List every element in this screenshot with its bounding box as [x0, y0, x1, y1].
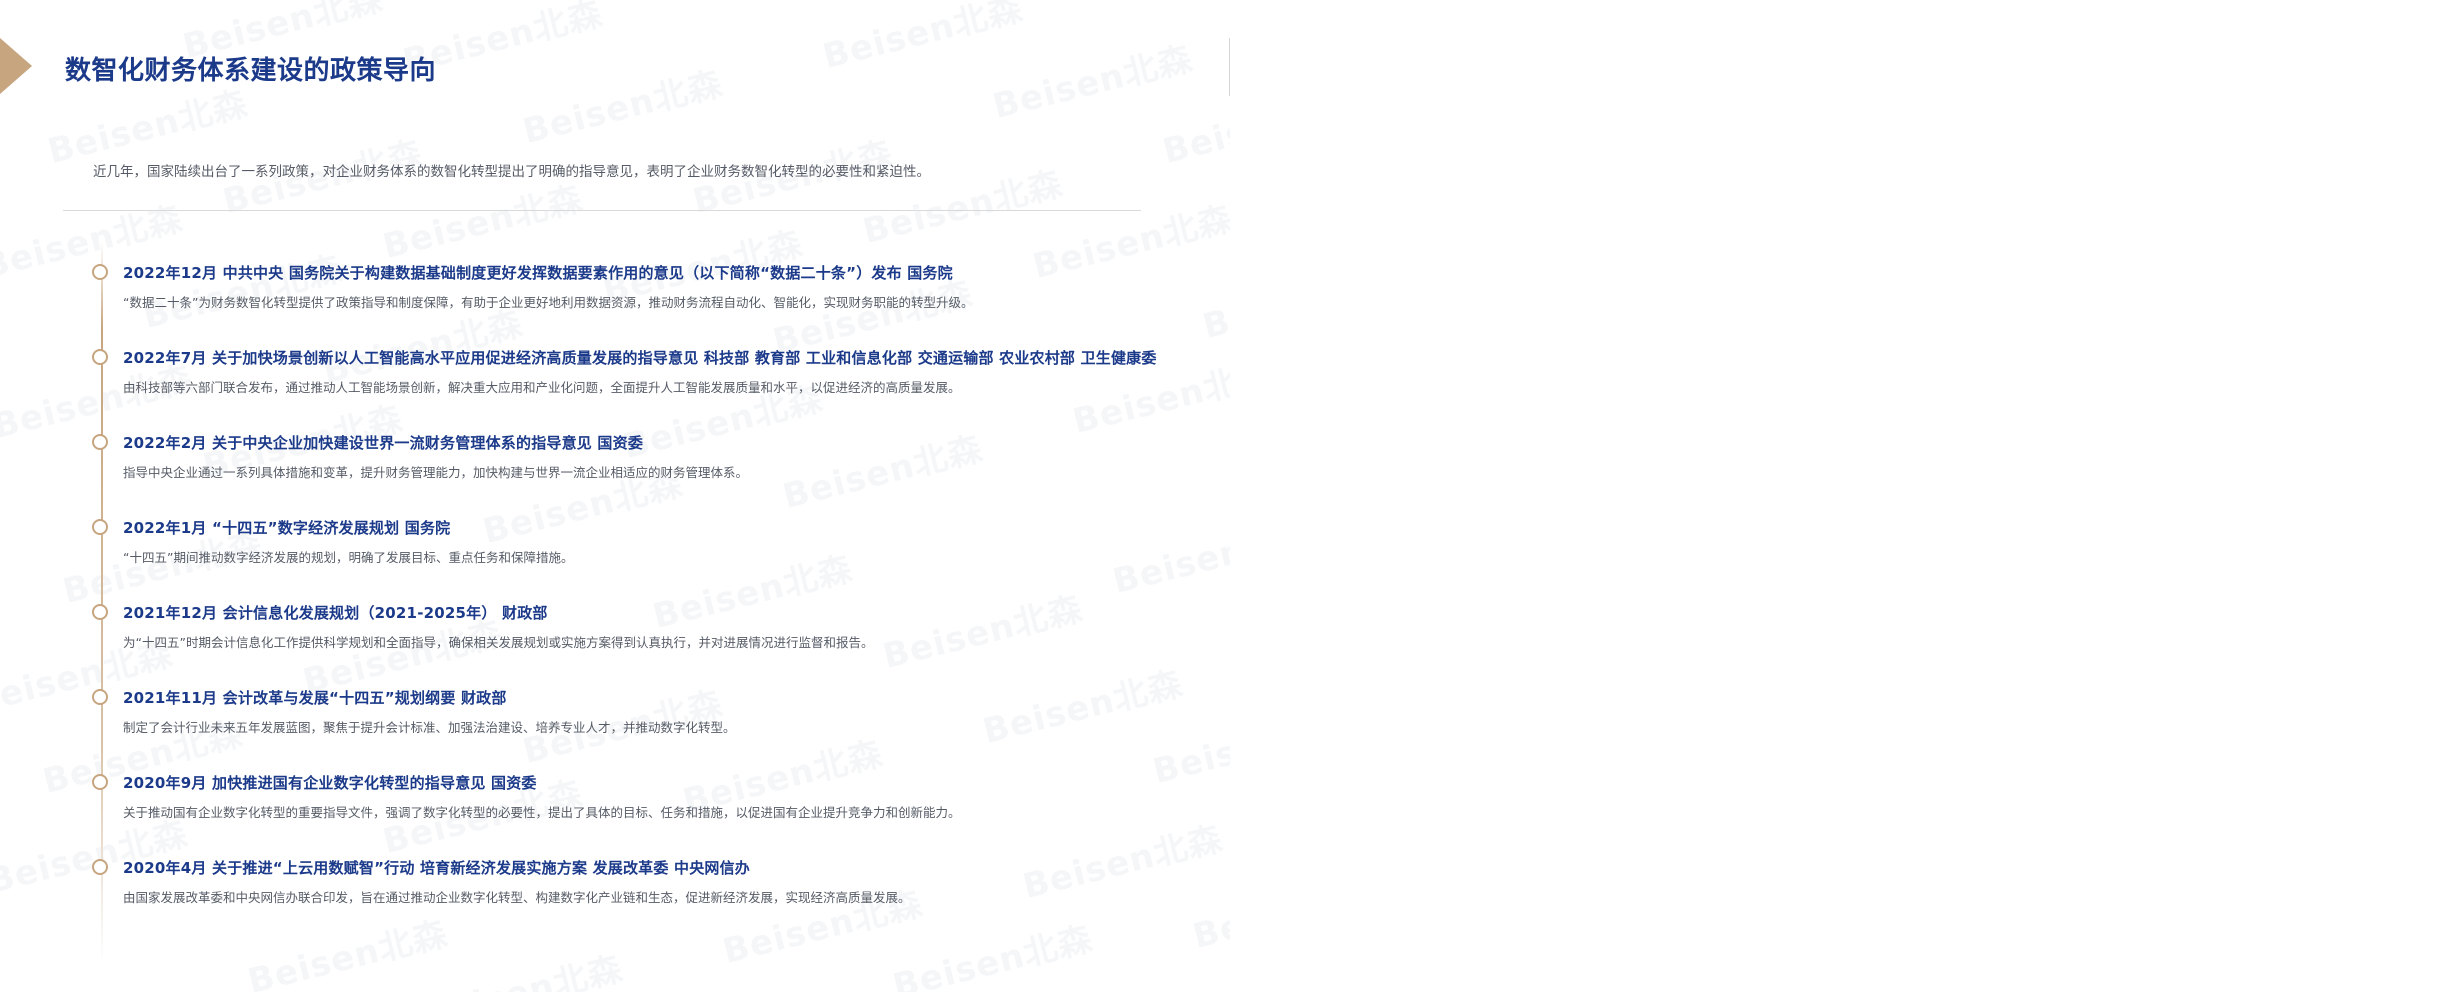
timeline-dot [92, 434, 108, 450]
watermark: Beisen北森 [519, 63, 727, 152]
watermark: Beisen北森 [1019, 818, 1227, 907]
timeline-heading: 2020年4月 关于推进“上云用数赋智”行动 培育新经济发展实施方案 发展改革委… [123, 859, 750, 877]
timeline-dot [92, 689, 108, 705]
timeline-heading: 2022年7月 关于加快场景创新以人工智能高水平应用促进经济高质量发展的指导意见… [123, 349, 1157, 367]
watermark: Beisen北森 [44, 83, 252, 172]
header-divider [1229, 38, 1230, 96]
watermark: Beisen北森 [889, 918, 1097, 992]
watermark-layer: Beisen北森 Beisen北森 Beisen北森 Beisen北森 Beis… [0, 0, 1230, 992]
watermark: Beisen北森 [1159, 83, 1230, 172]
watermark: Beisen北森 [417, 941, 627, 992]
page-title: 数智化财务体系建设的政策导向 [65, 56, 437, 86]
watermark: Beisen北森 [379, 178, 587, 267]
timeline-description: “数据二十条”为财务数智化转型提供了政策指导和制度保障，有助于企业更好地利用数据… [123, 295, 974, 310]
timeline-dot [92, 604, 108, 620]
timeline-description: 由科技部等六部门联合发布，通过推动人工智能场景创新，解决重大应用和产业化问题，全… [123, 380, 961, 395]
timeline-heading: 2020年9月 加快推进国有企业数字化转型的指导意见 国资委 [123, 774, 537, 792]
timeline-dot [92, 264, 108, 280]
timeline-dot [92, 859, 108, 875]
timeline-heading: 2021年11月 会计改革与发展“十四五”规划纲要 财政部 [123, 689, 507, 707]
timeline-heading: 2022年12月 中共中央 国务院关于构建数据基础制度更好发挥数据要素作用的意见… [123, 264, 953, 282]
intro-text: 近几年，国家陆续出台了一系列政策，对企业财务体系的数智化转型提出了明确的指导意见… [93, 164, 930, 180]
timeline-description: “十四五”期间推动数字经济发展的规划，明确了发展目标、重点任务和保障措施。 [123, 550, 574, 565]
timeline-description: 关于推动国有企业数字化转型的重要指导文件，强调了数字化转型的必要性，提出了具体的… [123, 805, 961, 820]
corner-accent-triangle [0, 38, 32, 94]
watermark: Beisen北森 [1149, 703, 1230, 792]
timeline-heading: 2022年1月 “十四五”数字经济发展规划 国务院 [123, 519, 451, 537]
timeline-dot [92, 774, 108, 790]
timeline-description: 由国家发展改革委和中央网信办联合印发，旨在通过推动企业数字化转型、构建数字化产业… [123, 890, 911, 905]
watermark: Beisen北森 [244, 913, 452, 992]
timeline-axis [101, 242, 103, 964]
timeline-dot [92, 349, 108, 365]
timeline-description: 指导中央企业通过一系列具体措施和变革，提升财务管理能力，加快构建与世界一流企业相… [123, 465, 749, 480]
watermark: Beisen北森 [879, 588, 1087, 677]
timeline-heading: 2021年12月 会计信息化发展规划（2021-2025年） 财政部 [123, 604, 548, 622]
watermark: Beisen北森 [649, 548, 857, 637]
timeline-heading: 2022年2月 关于中央企业加快建设世界一流财务管理体系的指导意见 国资委 [123, 434, 644, 452]
watermark: Beisen北森 [819, 0, 1027, 77]
section-divider [63, 210, 1141, 211]
watermark: Beisen北森 [1189, 868, 1230, 957]
watermark: Beisen北森 [1029, 198, 1230, 287]
timeline-description: 制定了会计行业未来五年发展蓝图，聚焦于提升会计标准、加强法治建设、培养专业人才，… [123, 720, 736, 735]
watermark: Beisen北森 [989, 38, 1197, 127]
watermark: Beisen北森 [779, 428, 987, 517]
watermark: Beisen北森 [1199, 258, 1230, 347]
timeline-dot [92, 519, 108, 535]
timeline-description: 为“十四五”时期会计信息化工作提供科学规划和全面指导，确保相关发展规划或实施方案… [123, 635, 874, 650]
watermark: Beisen北森 [979, 663, 1187, 752]
watermark: Beisen北森 [139, 248, 347, 337]
watermark: Beisen北森 [1109, 513, 1230, 602]
